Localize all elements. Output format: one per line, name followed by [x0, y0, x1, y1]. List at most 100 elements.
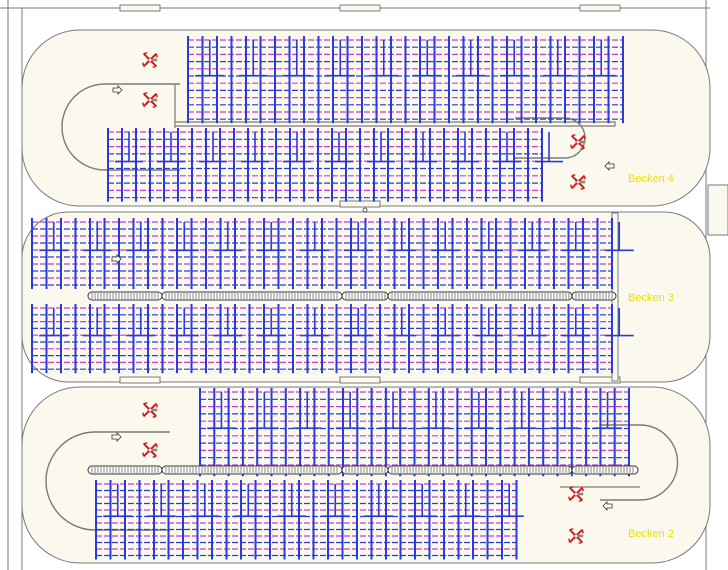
basin-label-becken-2: Becken 2	[628, 528, 674, 540]
aerator-feed-pipe	[277, 484, 307, 517]
aerator-feed-pipe	[550, 392, 579, 429]
aerator-feed-pipe	[238, 40, 268, 77]
aerator-feed-pipe	[343, 308, 373, 337]
aerator-feed-pipe	[430, 308, 460, 337]
wall-opening-marker	[339, 376, 381, 384]
aerator-feed-pipe	[369, 40, 399, 77]
aerator-grid-basin-2-upper	[199, 388, 630, 477]
aerator-feed-pipe	[233, 484, 263, 517]
aerator-feed-pipe	[190, 484, 220, 517]
aerator-feed-pipe	[407, 484, 437, 517]
aerator-feed-pipe	[593, 392, 622, 429]
aerator-feed-pipe	[82, 222, 112, 252]
conveyor-basin-3-span-b	[387, 291, 573, 301]
aerator-feed-pipe	[169, 308, 199, 337]
aerator-feed-pipe	[325, 40, 355, 77]
aerator-feed-pipe	[115, 132, 143, 163]
aerator-feed-pipe	[126, 308, 156, 337]
wall-opening-marker	[339, 4, 381, 12]
aerator-feed-pipe	[367, 132, 395, 163]
aerator-grids	[31, 36, 634, 560]
valve-marker	[362, 207, 368, 213]
aerator-feed-pipe	[39, 222, 69, 252]
aerator-grid-basin-3-upper	[31, 218, 634, 289]
wall-opening-marker	[119, 4, 161, 12]
conveyor-body	[571, 465, 639, 475]
aerator-feed-pipe	[378, 392, 408, 429]
aerator-feed-pipe	[474, 222, 504, 252]
basin-4-outline	[21, 29, 711, 207]
aerator-feed-pipe	[335, 392, 365, 429]
wall-opening-marker	[579, 4, 621, 12]
aerator-feed-pipe	[499, 40, 529, 77]
wall-opening-marker	[339, 200, 381, 208]
aerator-feed-pipe	[241, 132, 269, 163]
aerator-feed-pipe	[464, 392, 494, 429]
aerator-feed-pipe	[451, 132, 479, 163]
basin-label-becken-3: Becken 3	[628, 292, 674, 304]
aerator-feed-pipe	[169, 222, 199, 252]
basin-2-guide-wall-left	[45, 431, 170, 531]
basin-4-guide-wall-left	[61, 83, 180, 171]
aerator-feed-pipe	[421, 392, 451, 429]
flow-direction-arrow-icon	[112, 85, 123, 95]
aerator-feed-pipe	[387, 222, 417, 252]
aerator-feed-pipe	[300, 308, 330, 337]
side-pipe-connection	[707, 184, 728, 236]
aerator-feed-pipe	[494, 484, 524, 517]
aerator-feed-pipe	[430, 222, 460, 252]
aerator-feed-pipe	[343, 222, 373, 252]
aerator-feed-pipe	[456, 40, 486, 77]
aerator-feed-pipe	[364, 484, 394, 517]
aerator-feed-pipe	[474, 308, 504, 337]
aerator-feed-pipe	[325, 132, 353, 163]
aerator-feed-pipe	[207, 392, 236, 429]
aerator-grid-basin-4-lower	[107, 128, 563, 202]
aerator-feed-pipe	[282, 40, 312, 77]
conveyor-basin-2-mid	[341, 465, 389, 475]
aerator-feed-pipe	[195, 40, 225, 77]
aerator-feed-pipe	[320, 484, 350, 517]
aerator-feed-pipe	[507, 392, 537, 429]
basin-2-outline	[21, 386, 711, 564]
wall-opening-marker	[579, 376, 621, 384]
aerator-feed-pipe	[126, 222, 156, 252]
conveyor-basin-3-span-a	[161, 291, 343, 301]
aerator-feed-pipe	[199, 132, 227, 163]
basin-2-guide-wall-right	[600, 424, 679, 501]
conveyor-body	[161, 291, 343, 301]
wall-opening-marker	[119, 376, 161, 384]
aerator-feed-pipe	[604, 308, 634, 337]
aerator-feed-pipe	[292, 392, 322, 429]
aerator-feed-pipe	[103, 484, 133, 517]
aerator-feed-pipe	[256, 308, 286, 337]
aerator-feed-pipe	[561, 308, 591, 337]
conveyor-basin-2-span-b	[387, 465, 573, 475]
aerator-feed-pipe	[300, 222, 330, 252]
aerator-feed-pipe	[451, 484, 481, 517]
aerator-grid-basin-4-upper	[187, 36, 624, 124]
aerator-grid-basin-2-lower	[95, 480, 524, 560]
basin-4-center-divider	[175, 121, 616, 127]
aerator-feed-pipe	[39, 308, 69, 337]
aerator-feed-pipe	[493, 132, 521, 163]
conveyor-body	[387, 291, 573, 301]
flow-direction-arrow-icon	[111, 254, 122, 264]
aerator-feed-pipe	[586, 40, 616, 77]
basin-label-becken-4: Becken 4	[628, 173, 674, 185]
aerator-feed-pipe	[412, 40, 442, 77]
aerator-feed-pipe	[535, 132, 563, 163]
conveyor-body	[387, 465, 573, 475]
aerator-feed-pipe	[157, 132, 185, 163]
flow-direction-arrow-icon	[602, 501, 613, 511]
conveyor-basin-3-mid	[341, 291, 389, 301]
aerator-feed-pipe	[82, 308, 112, 337]
aerator-feed-pipe	[604, 222, 634, 252]
aerator-feed-pipe	[213, 222, 243, 252]
aerator-feed-pipe	[250, 392, 279, 429]
flow-direction-arrow-icon	[111, 432, 122, 442]
aerator-feed-pipe	[517, 222, 547, 252]
equipment-symbols	[111, 51, 615, 545]
conveyor-basin-2-right	[571, 465, 639, 475]
flow-direction-arrow-icon	[604, 161, 615, 171]
